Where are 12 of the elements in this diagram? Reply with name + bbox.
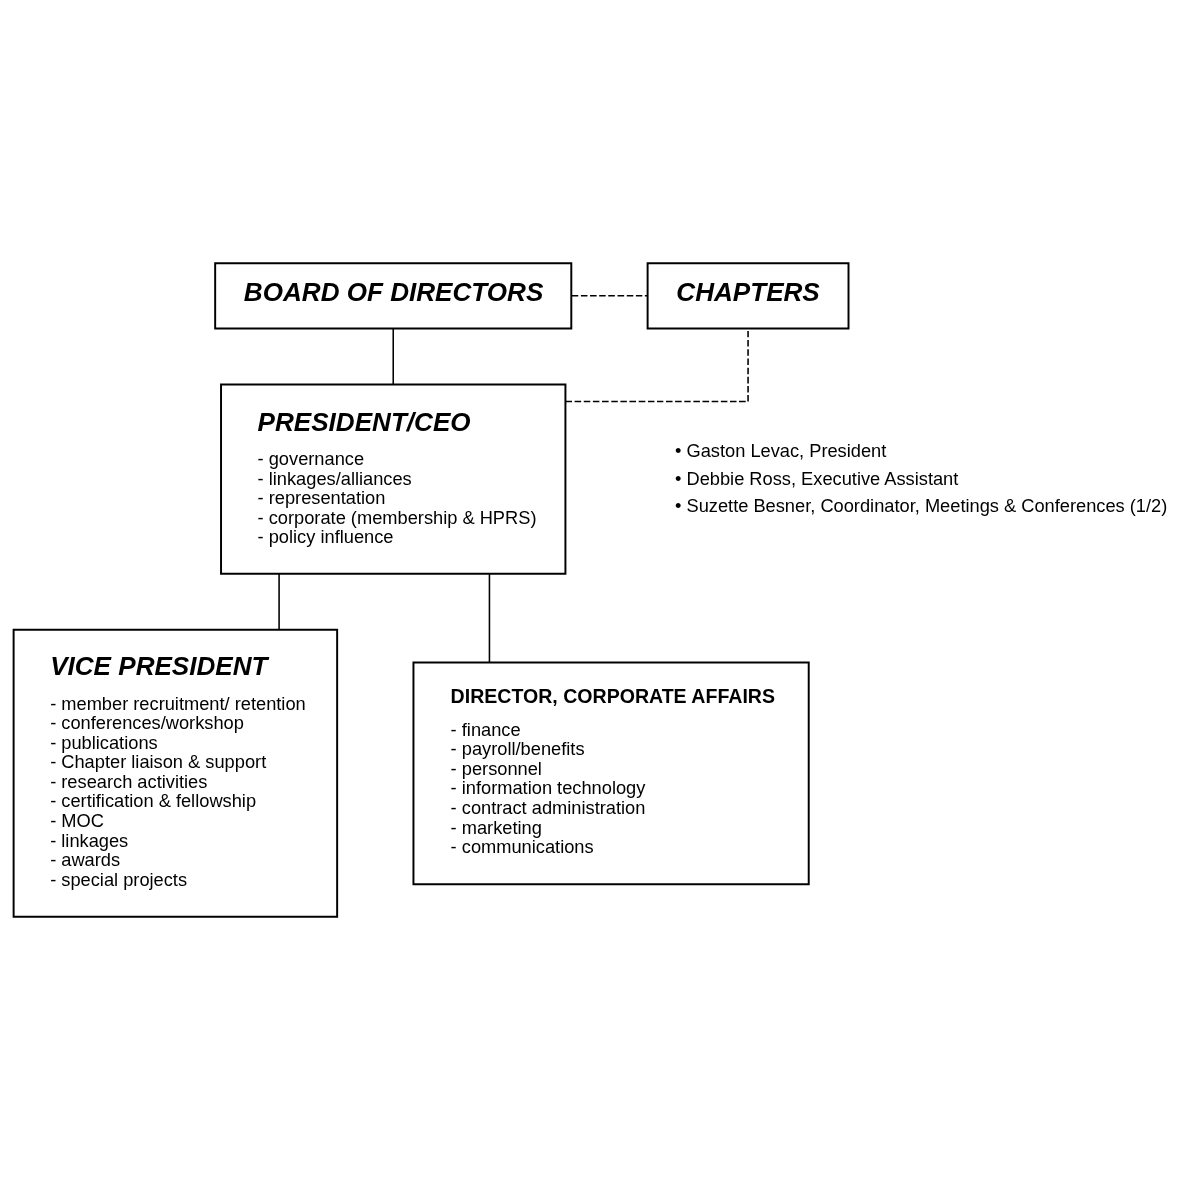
connector xyxy=(392,327,394,386)
node-box: BOARD OF DIRECTORS xyxy=(214,262,573,330)
node-label: • Debbie Ross, Executive Assistant xyxy=(675,467,959,489)
node-label: • Suzette Besner, Coordinator, Meetings & Conferences (1/2) xyxy=(675,494,1168,516)
node-box: VICE PRESIDENT - member recruitment/ retention - conferences/workshop - publications - Chapter liaison & support - research activities - certification & fellowship - MOC - linkages - awards - special projects xyxy=(12,628,339,918)
connector xyxy=(570,295,649,297)
connector xyxy=(488,573,491,664)
node-box: PRESIDENT/CEO - governance - linkages/alliances - representation - corporate (membership & HPRS) - policy influence xyxy=(220,383,567,575)
node-label: • Gaston Levac, President xyxy=(675,440,887,462)
node-box: DIRECTOR, CORPORATE AFFAIRS - finance - payroll/benefits - personnel - information technology - contract administration - marketing - communications xyxy=(412,661,810,886)
connector xyxy=(278,573,280,631)
node-box: CHAPTERS xyxy=(646,262,850,330)
